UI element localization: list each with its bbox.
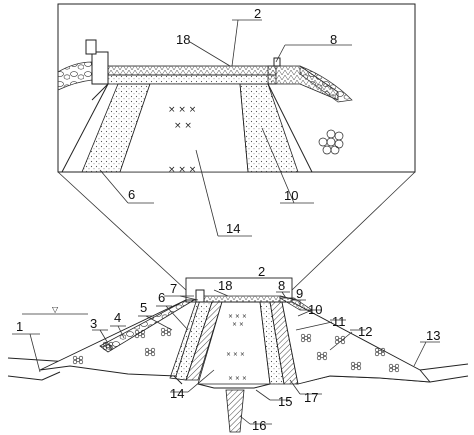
- svg-text:× ×: × ×: [174, 121, 192, 131]
- crest-pavement: [199, 295, 281, 303]
- inset-crest-base: [107, 74, 277, 85]
- rockfill-mark: [300, 333, 312, 343]
- inset-right-riprap: [299, 65, 353, 103]
- label-6: 6: [158, 290, 165, 305]
- inset-parapet-wall: [91, 51, 109, 85]
- label-3: 3: [90, 316, 97, 331]
- svg-text:× × ×: × × ×: [228, 313, 247, 320]
- inset-label-6: 6: [128, 187, 135, 202]
- inset-label-14: 14: [226, 221, 240, 236]
- rockfill-mark: [350, 361, 362, 371]
- label-9: 9: [296, 286, 303, 301]
- cutoff-trench: [197, 383, 271, 389]
- grout-curtain: [225, 389, 245, 433]
- rockfill-mark: [134, 329, 146, 339]
- inset-shell-rockfill: [318, 129, 344, 155]
- label-7: 7: [170, 281, 177, 296]
- label-5: 5: [140, 300, 147, 315]
- water-level-mark: ▽: [22, 305, 88, 315]
- label-17: 17: [304, 390, 318, 405]
- inset-crest-pavement: [107, 65, 277, 76]
- svg-text:× × ×: × × ×: [228, 375, 247, 382]
- label-14: 14: [170, 386, 184, 401]
- label-15: 15: [278, 394, 292, 409]
- inset-core-marks: × × × × × × × ×: [168, 105, 196, 175]
- inset-label-8: 8: [330, 32, 337, 47]
- svg-text:× × ×: × × ×: [226, 351, 245, 358]
- label-8: 8: [278, 278, 285, 293]
- core-marks: × × × × × × × × × × ×: [226, 313, 247, 382]
- water-level-icon: ▽: [52, 305, 59, 314]
- rockfill-mark: [102, 341, 114, 351]
- inset-label-18: 18: [176, 32, 190, 47]
- inset-right-filter: [239, 83, 299, 173]
- rockfill-mark: [144, 347, 156, 357]
- crest-parapet: [195, 289, 205, 303]
- inset-label-10: 10: [284, 188, 298, 203]
- reservoir-bottom: [7, 371, 61, 381]
- label-10: 10: [308, 302, 322, 317]
- svg-text:× × ×: × × ×: [168, 105, 196, 115]
- rockfill-mark: [316, 351, 328, 361]
- label-16: 16: [252, 418, 266, 433]
- projection-lines: [57, 171, 416, 291]
- inset-label-2: 2: [254, 6, 261, 21]
- label-12: 12: [358, 324, 372, 339]
- inset-detail: × × × × × × × × 2 18 8: [57, 3, 416, 237]
- label-1: 1: [16, 319, 23, 334]
- label-2: 2: [258, 264, 265, 279]
- rockfill-mark: [374, 347, 386, 357]
- rockfill-mark: [388, 363, 400, 373]
- svg-text:× × ×: × × ×: [168, 165, 196, 175]
- label-13: 13: [426, 328, 440, 343]
- label-4: 4: [114, 310, 121, 325]
- svg-text:× ×: × ×: [232, 321, 244, 328]
- label-11: 11: [332, 314, 346, 329]
- downstream-shell: [281, 301, 432, 385]
- shell-rockfill-marks: [72, 327, 400, 373]
- rockfill-mark: [72, 355, 84, 365]
- main-section: × × × × × × × × × × × ▽: [7, 264, 469, 433]
- label-18: 18: [218, 278, 232, 293]
